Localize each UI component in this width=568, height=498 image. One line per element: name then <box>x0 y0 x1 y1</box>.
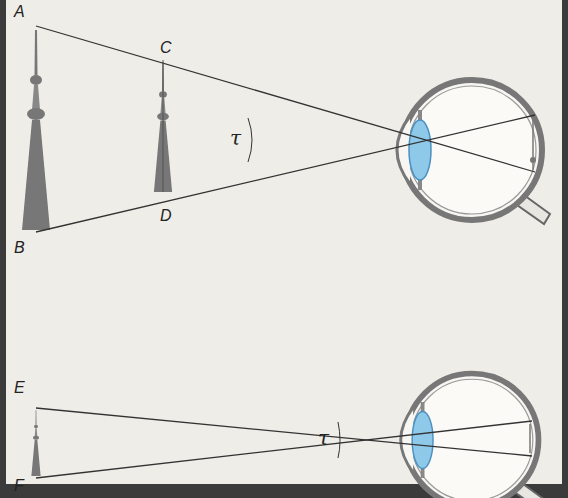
angle-label: τ <box>230 128 241 148</box>
point-label: B <box>14 240 25 256</box>
angle-label: τ <box>318 428 329 448</box>
point-label: D <box>160 208 172 224</box>
point-label: E <box>14 380 25 396</box>
point-label: A <box>14 4 25 20</box>
point-label: C <box>160 40 172 56</box>
point-label: F <box>14 478 24 494</box>
